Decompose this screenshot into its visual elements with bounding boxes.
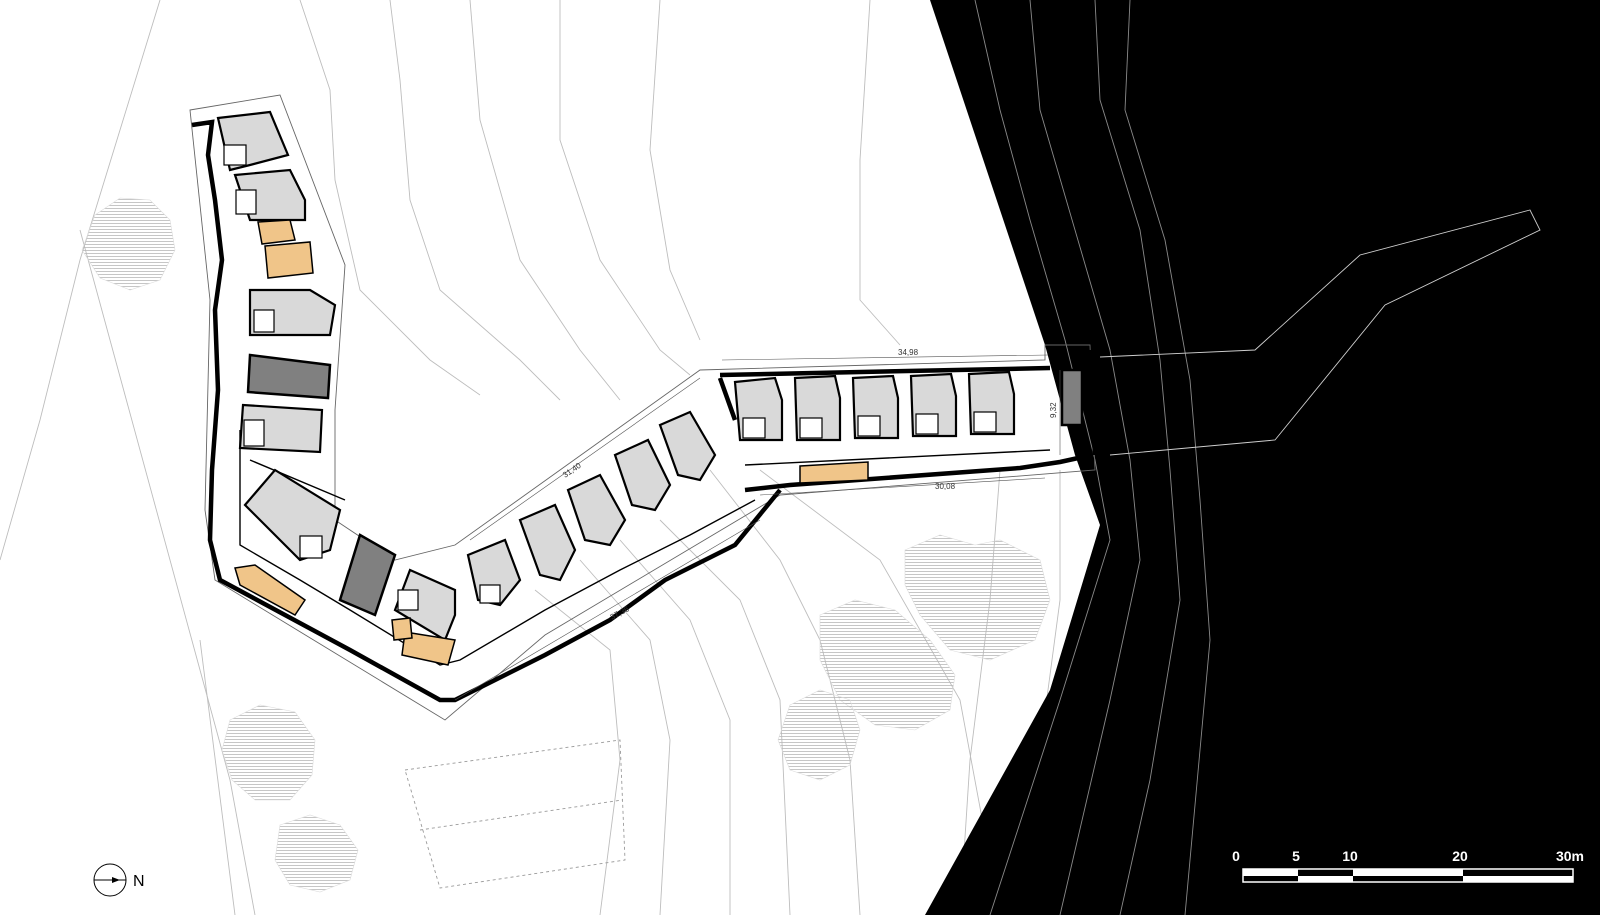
tree-5 [819, 599, 956, 731]
water-area [925, 0, 1600, 915]
dimension-lines [454, 354, 1061, 701]
trees [81, 197, 1051, 893]
unit-m3 [566, 473, 627, 547]
scale-tick-5: 5 [1292, 848, 1300, 864]
stair-w2 [234, 564, 307, 616]
building-outline [189, 94, 1096, 721]
scale-segment-2 [1298, 876, 1353, 882]
scale-tick-0: 0 [1232, 848, 1240, 864]
scale-segment-4 [1463, 876, 1573, 882]
scale-tick-20: 20 [1452, 848, 1468, 864]
service-room-e [1060, 368, 1084, 427]
bath-e1 [742, 417, 766, 439]
bath-e3 [857, 415, 881, 437]
building-walls [191, 119, 1098, 703]
tree-6 [777, 689, 861, 781]
scale-segment-3 [1353, 869, 1463, 876]
scale-segment-1 [1243, 869, 1298, 876]
unit-m5 [658, 410, 717, 482]
parking-area [404, 739, 626, 889]
scale-bar: 0 5 10 20 30m [1232, 848, 1584, 883]
unit-m4 [613, 438, 672, 512]
unit-w5 [243, 468, 342, 562]
stair-e1 [799, 461, 869, 484]
stair-w1a [257, 219, 296, 245]
tree-4 [904, 534, 1051, 661]
bath-e2 [799, 417, 823, 439]
bath-w4 [243, 419, 265, 447]
scale-tick-10: 10 [1342, 848, 1358, 864]
service-room-w [246, 353, 332, 400]
dimension-label-east-end: 9,32 [1049, 402, 1058, 418]
stair-c1 [401, 631, 456, 666]
bath-c1 [397, 589, 419, 611]
bath-w3 [253, 309, 275, 333]
dimension-label-east-top: 34,98 [898, 348, 919, 357]
stair-w1b [264, 241, 314, 279]
stairs [234, 219, 869, 666]
dimension-label-east-bottom: 30,08 [935, 482, 956, 491]
tree-3 [274, 814, 359, 893]
bath-w5 [299, 535, 323, 559]
bath-e5 [973, 411, 997, 433]
stair-c2 [391, 617, 413, 641]
tree-2 [221, 704, 316, 801]
bath-w1 [223, 144, 247, 166]
north-arrow-label: N [133, 873, 145, 890]
tree-1 [81, 197, 176, 291]
service-room-c [338, 533, 397, 617]
unit-m2 [518, 503, 577, 582]
bathrooms [223, 144, 997, 611]
north-arrow: N [93, 863, 145, 897]
bath-m1 [479, 584, 501, 604]
scale-tick-30: 30m [1556, 848, 1584, 864]
dimension-label-middle-top: 31,40 [561, 461, 583, 480]
bath-w2 [235, 189, 257, 215]
bath-e4 [915, 413, 939, 435]
